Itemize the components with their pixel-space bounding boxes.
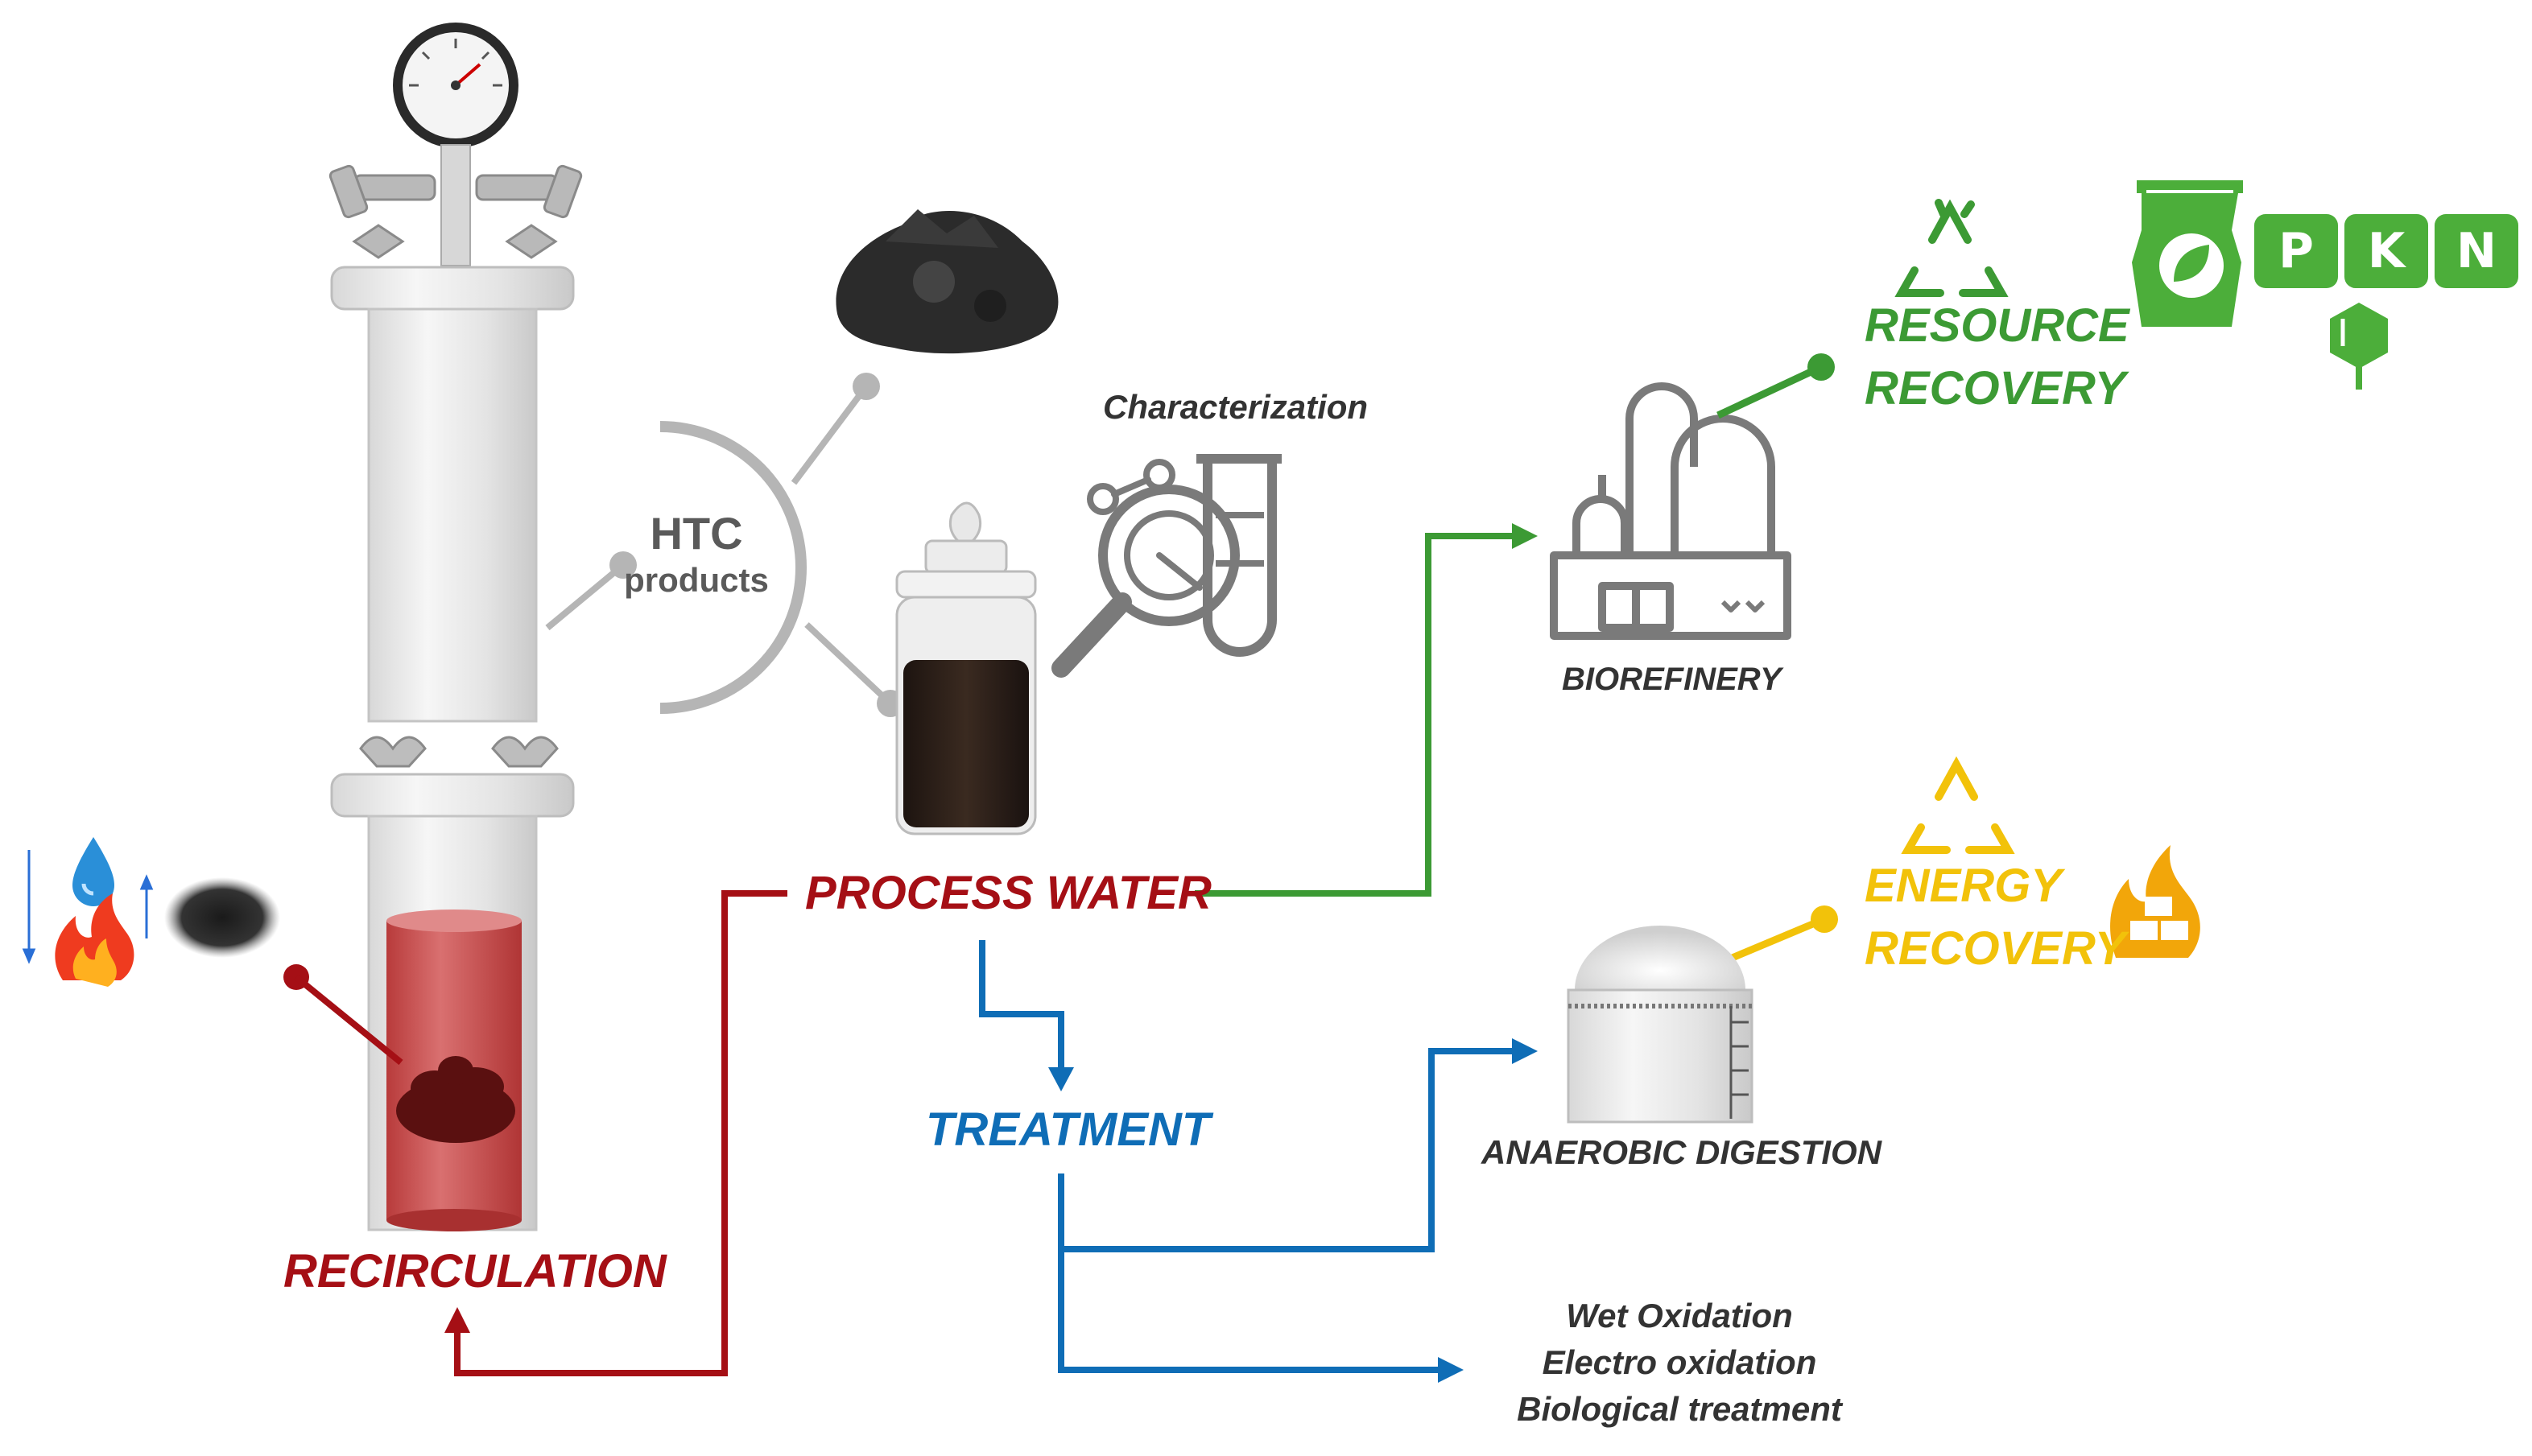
resource-recovery-line2: RECOVERY	[1865, 362, 2126, 415]
process-water-jar	[895, 501, 1037, 835]
nutrient-p-badge: P	[2254, 214, 2338, 288]
water-drop-icon	[72, 837, 114, 906]
treatment-item: Biological treatment	[1517, 1390, 1842, 1428]
process-water-label: PROCESS WATER	[805, 867, 1212, 919]
treatment-label: TREATMENT	[926, 1103, 1211, 1156]
energy-pointer	[1723, 905, 1838, 965]
valve-fittings	[328, 164, 583, 259]
hydrochar-in-reactor	[396, 1056, 515, 1143]
reactor-pointer	[283, 964, 403, 1066]
flow-arrow-treatment	[979, 940, 1074, 1091]
products-label: products	[624, 561, 769, 599]
digester-tank-icon	[1567, 926, 1753, 1124]
resource-pointer	[1716, 353, 1835, 419]
pressure-gauge-icon	[393, 23, 518, 148]
biorefinery-label: BIOREFINERY	[1562, 662, 1782, 697]
htc-products-label: HTC products	[596, 507, 797, 600]
resource-recovery-line1: RESOURCE	[1865, 299, 2129, 352]
fertilizer-bag-icon	[2132, 180, 2243, 327]
treatment-item: Wet Oxidation	[1566, 1297, 1793, 1334]
biorefinery-icon	[1550, 382, 1791, 640]
other-treatments-list: Wet Oxidation Electro oxidation Biologic…	[1502, 1293, 1857, 1433]
flow-arrow-recirculation	[444, 890, 787, 1376]
nutrient-n-badge: N	[2435, 214, 2518, 288]
energy-recovery-line2: RECOVERY	[1865, 922, 2126, 975]
recycle-icon	[1894, 199, 2009, 297]
hydrochar-pile	[836, 209, 1059, 354]
htc-reactor	[328, 23, 583, 1231]
characterization-label: Characterization	[1103, 388, 1369, 426]
resource-recovery-label: RESOURCE RECOVERY	[1865, 295, 2129, 420]
flow-arrow-digestion	[1058, 1038, 1538, 1252]
htc-bracket	[545, 384, 893, 714]
recirculation-label: RECIRCULATION	[283, 1245, 667, 1297]
anaerobic-digestion-label: ANAEROBIC DIGESTION	[1481, 1133, 1882, 1171]
molecule-icon	[2330, 303, 2388, 390]
recycle-icon	[1901, 756, 2015, 854]
nutrient-k-badge: K	[2344, 214, 2428, 288]
fire-icon	[2110, 845, 2200, 958]
energy-recovery-line1: ENERGY	[1865, 860, 2062, 912]
feedstock-blob	[164, 877, 280, 958]
test-tube-icon	[1196, 454, 1282, 657]
flow-arrow-resource	[1195, 523, 1538, 897]
flow-arrow-other-treatments	[1058, 1249, 1464, 1383]
htc-label: HTC	[650, 508, 743, 559]
energy-recovery-label: ENERGY RECOVERY	[1865, 855, 2125, 980]
treatment-item: Electro oxidation	[1542, 1343, 1817, 1381]
fire-icon	[55, 893, 134, 987]
